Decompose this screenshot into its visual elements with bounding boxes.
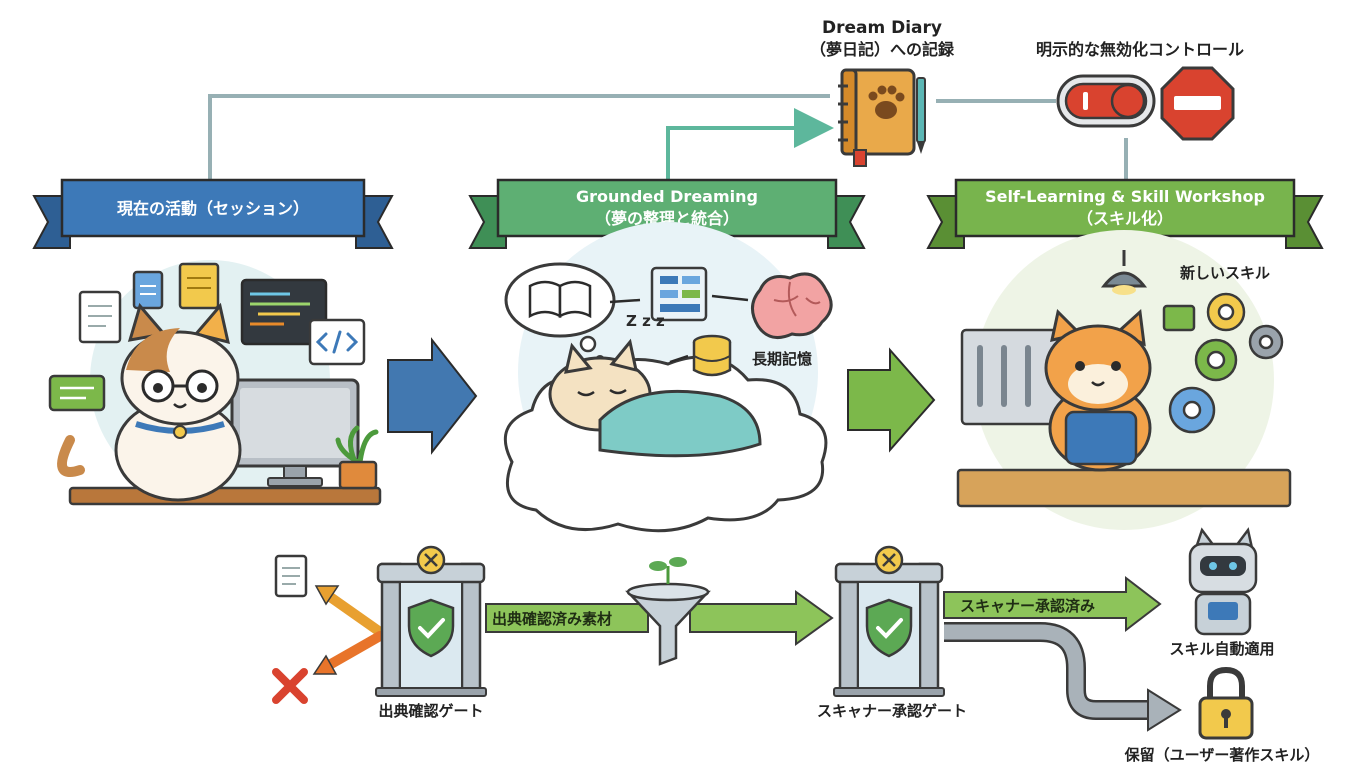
- scanner-gate-label: スキャナー承認ゲート: [817, 702, 967, 720]
- banner-workshop-title: Self-Learning & Skill Workshop: [985, 187, 1265, 206]
- notebook-icon: [838, 68, 926, 167]
- brain-icon: [751, 272, 833, 340]
- shield-check-icon: [865, 598, 913, 658]
- cat-with-glasses: [57, 302, 242, 502]
- pipeline: 出典確認ゲート 出典確認済み素材: [272, 527, 1320, 764]
- funnel-icon: [625, 557, 711, 666]
- folder-icon: [1162, 304, 1196, 332]
- dream-diary: Dream Diary （夢日記）への記録: [810, 18, 955, 167]
- gear-icon: [1206, 292, 1246, 332]
- long-term-memory-label: 長期記憶: [752, 350, 812, 368]
- shield-check-icon: [407, 598, 455, 658]
- scanner-approved-label: スキャナー承認済み: [960, 597, 1095, 615]
- arrow-verified-material: [485, 590, 834, 646]
- code-tag-icon: [308, 318, 366, 366]
- verified-material-label: 出典確認済み素材: [492, 610, 612, 628]
- session-scene: [48, 260, 382, 506]
- source-gate-label: 出典確認ゲート: [378, 702, 483, 720]
- lock-icon: [1198, 666, 1254, 740]
- sprout-icon: [649, 557, 687, 584]
- diary-title: Dream Diary: [822, 18, 942, 38]
- document-icon: [78, 290, 122, 344]
- pen-icon: [916, 77, 926, 154]
- red-x-icon: [272, 668, 308, 704]
- chat-bubble-icon: [48, 374, 106, 412]
- new-skill-label: 新しいスキル: [1180, 264, 1270, 282]
- gear-icon-blue: [1168, 386, 1216, 434]
- auto-apply-label: スキル自動適用: [1169, 640, 1274, 658]
- arrow-session-to-dreaming: [387, 337, 478, 455]
- database-icon: [692, 334, 732, 377]
- gear-icon-green: [1194, 338, 1238, 382]
- gear-icon-gray: [1248, 324, 1284, 360]
- banner-session-title: 現在の活動（セッション）: [117, 199, 309, 218]
- arrow-dreaming-to-workshop: [847, 347, 936, 453]
- arrow-scanner-approved: [943, 575, 1162, 633]
- connector-session-to-diary: [208, 94, 830, 180]
- toggle-switch-icon[interactable]: [1056, 74, 1156, 128]
- source-check-gate: [375, 545, 487, 697]
- lamp-icon: [1100, 250, 1148, 295]
- banner-workshop: Self-Learning & Skill Workshop （スキル化）: [926, 178, 1324, 249]
- hold-label: 保留（ユーザー著作スキル）: [1124, 746, 1320, 764]
- open-book-icon: [528, 280, 592, 319]
- stop-sign-icon: [1160, 66, 1235, 141]
- control-label: 明示的な無効化コントロール: [1036, 40, 1244, 59]
- scanner-gate: [833, 545, 945, 697]
- reject-arrows: [312, 585, 385, 675]
- blanket: [598, 390, 762, 458]
- robot-cat-icon: [1188, 527, 1258, 636]
- paw-icon: [868, 85, 905, 119]
- thought-bubble: [504, 262, 616, 365]
- plant-icon: [335, 425, 379, 490]
- arrow-to-hold: [944, 622, 1182, 732]
- workshop-cat: [1044, 308, 1152, 472]
- banner-dreaming-subtitle: （夢の整理と統合）: [595, 209, 739, 228]
- banner-dreaming-title: Grounded Dreaming: [576, 187, 758, 206]
- pegboard: [960, 328, 1064, 426]
- disable-control: 明示的な無効化コントロール: [1036, 40, 1244, 141]
- blue-file-icon: [132, 270, 164, 310]
- note-icon: [178, 262, 220, 310]
- workshop-scene: 新しいスキル: [956, 230, 1292, 530]
- banner-session: 現在の活動（セッション）: [32, 178, 394, 249]
- connector-dreaming-to-diary: [666, 108, 834, 180]
- diary-subtitle: （夢日記）への記録: [810, 40, 955, 59]
- document-icon-rejected-input: [274, 554, 308, 598]
- board-icon: [650, 266, 708, 322]
- monitor-icon: [230, 378, 360, 487]
- dreaming-scene: Z z z 長期記憶: [503, 222, 833, 533]
- banner-workshop-subtitle: （スキル化）: [1077, 209, 1173, 228]
- code-window-icon: [240, 278, 328, 346]
- zzz-text: Z z z: [626, 312, 665, 330]
